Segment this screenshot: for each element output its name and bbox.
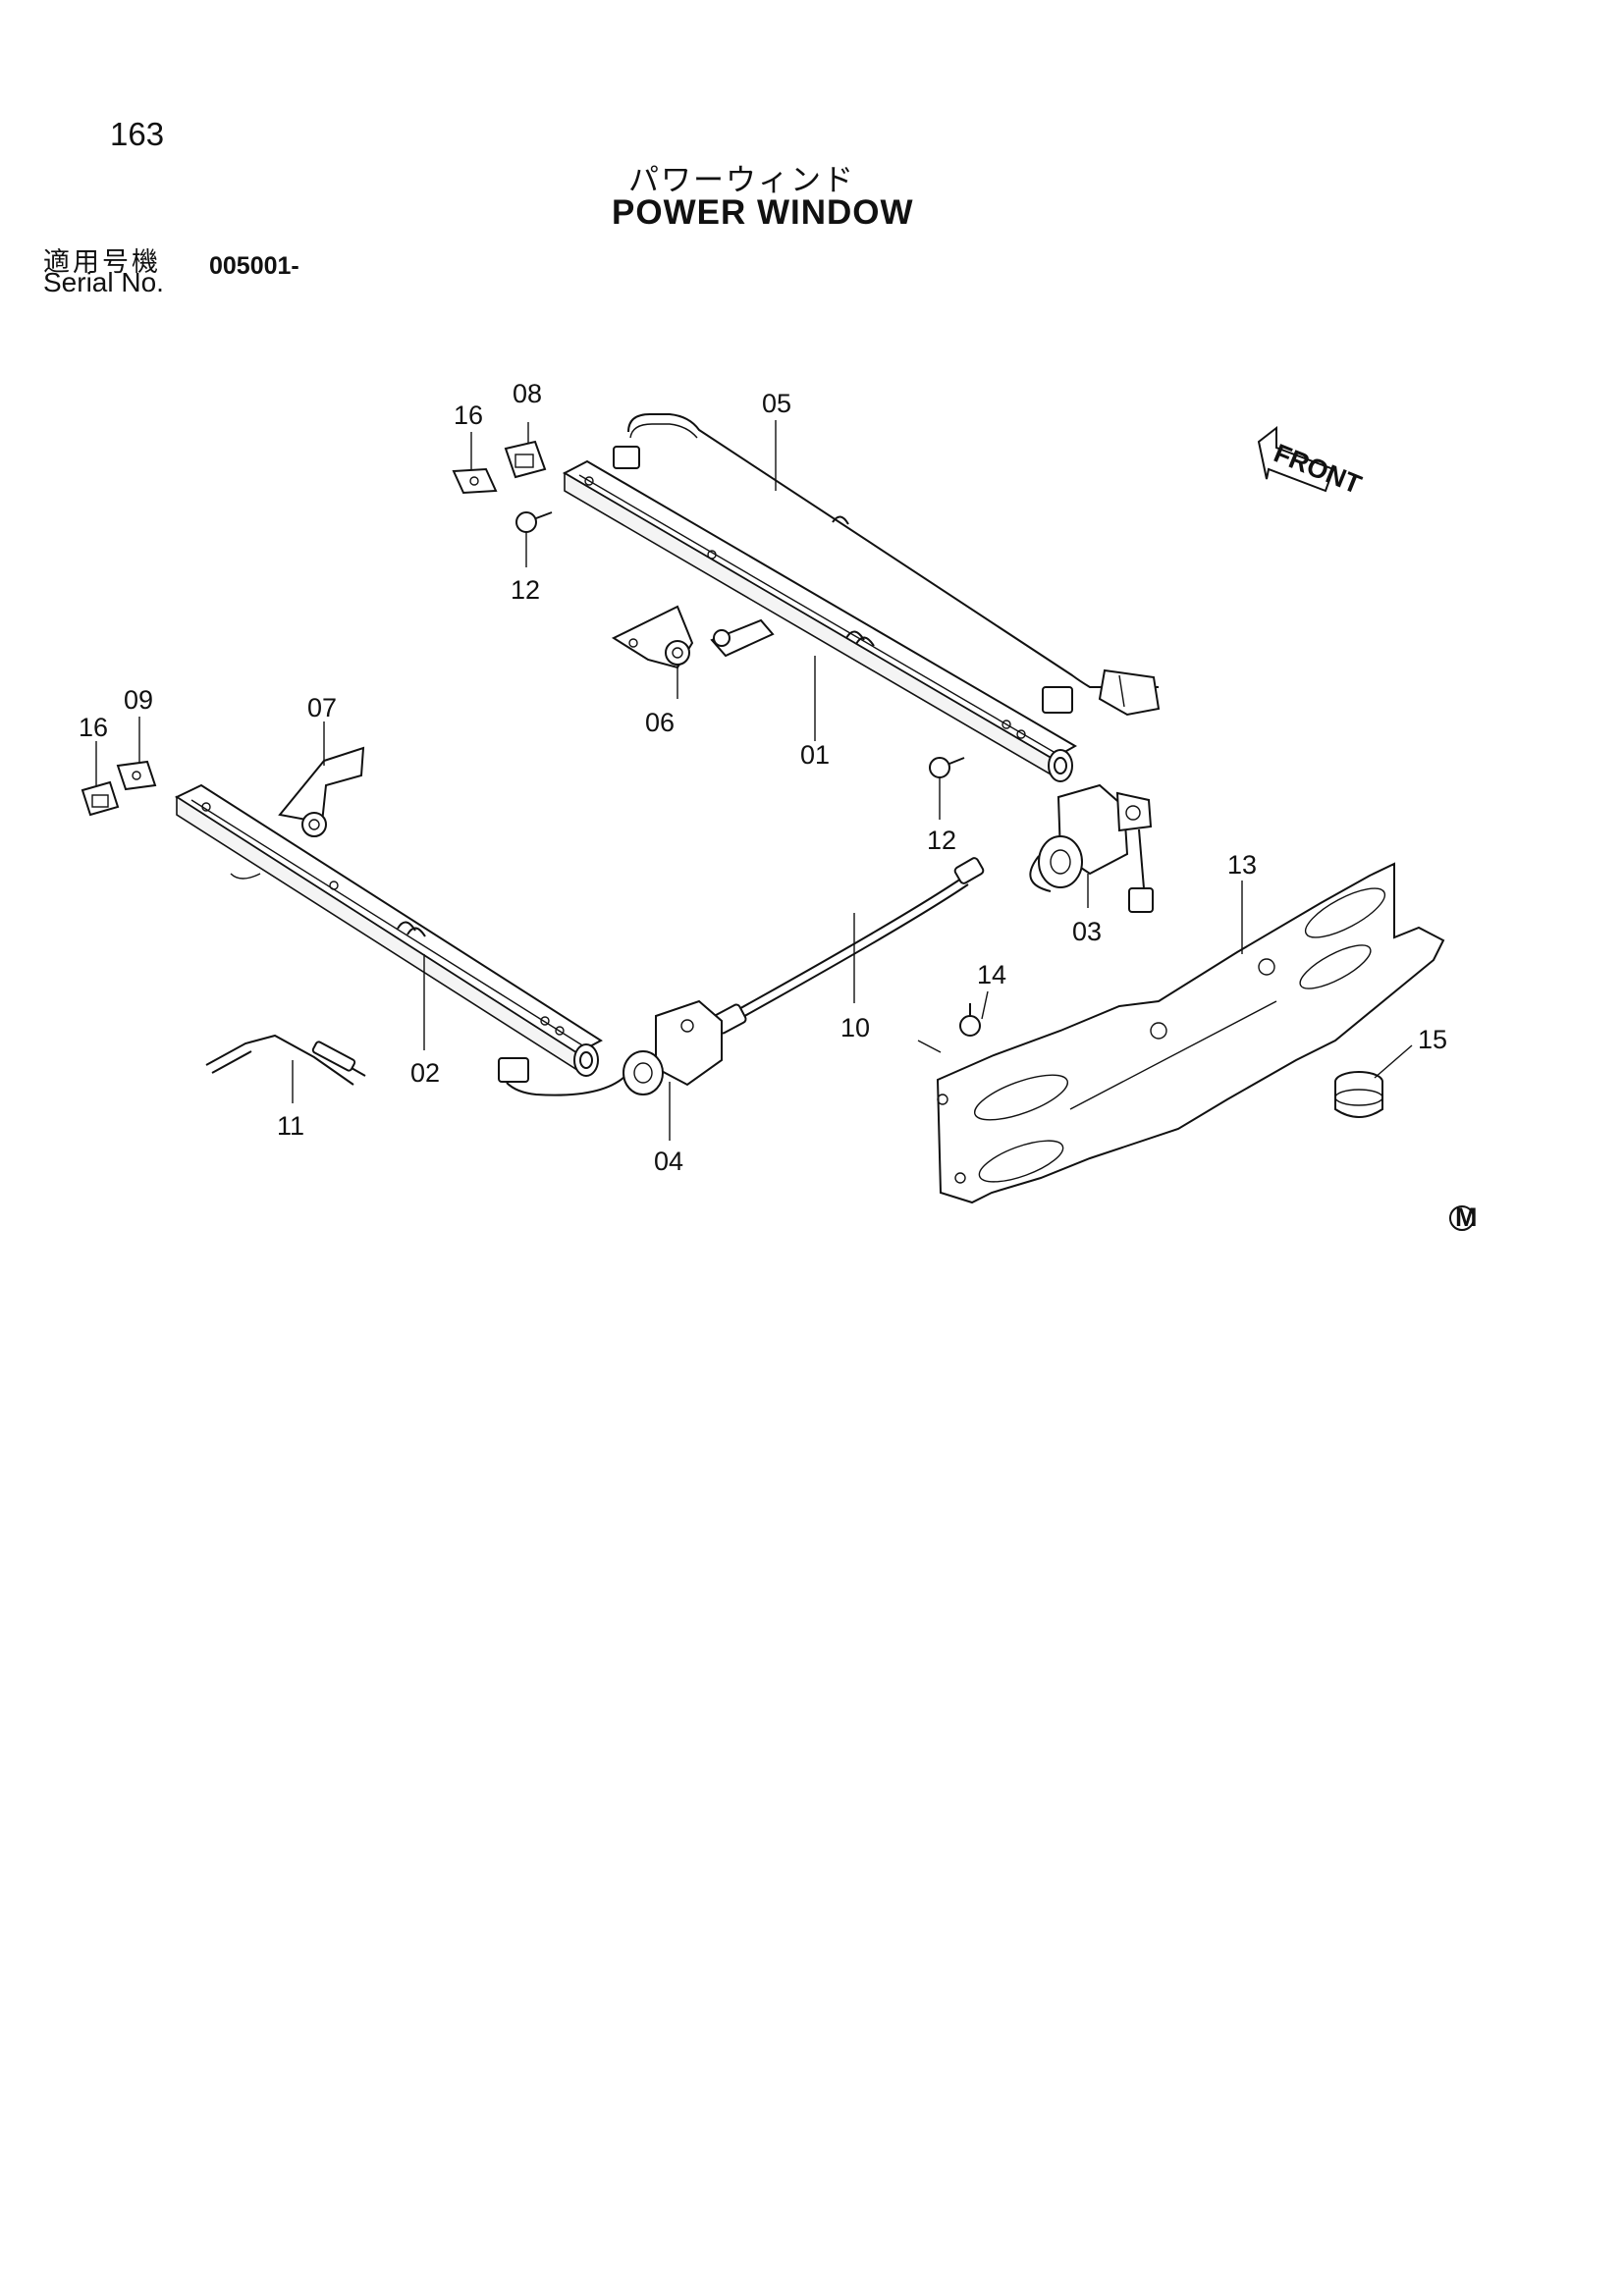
m-mark: M bbox=[1449, 1202, 1478, 1232]
callout-10: 10 bbox=[840, 1013, 870, 1042]
serial-label: Serial No. bbox=[43, 267, 164, 297]
bolt-14 bbox=[917, 1003, 981, 1053]
front-label: FRONT bbox=[1270, 438, 1366, 500]
callout-06: 06 bbox=[645, 708, 675, 737]
front-direction-arrow: FRONT bbox=[1257, 425, 1366, 500]
serial-label-japanese: 適用号機 bbox=[43, 247, 161, 278]
callout-04: 04 bbox=[654, 1147, 683, 1176]
bracket-06 bbox=[611, 605, 775, 669]
callout-13: 13 bbox=[1227, 850, 1257, 880]
drive-cable bbox=[712, 857, 985, 1035]
callout-05: 05 bbox=[762, 389, 791, 418]
callout-01: 01 bbox=[800, 740, 830, 770]
m-mark-label: M bbox=[1455, 1202, 1478, 1232]
callout-03: 03 bbox=[1072, 917, 1102, 946]
callout-09: 09 bbox=[124, 685, 153, 715]
mounting-base-plate bbox=[936, 862, 1445, 1204]
title-japanese: パワーウィンド bbox=[628, 163, 855, 198]
block-08-upper bbox=[504, 440, 547, 479]
callout-15: 15 bbox=[1418, 1025, 1447, 1054]
crank-handle bbox=[205, 1034, 366, 1086]
bolt-12-lower bbox=[929, 757, 965, 778]
page-number: 163 bbox=[110, 116, 165, 152]
callout-07: 07 bbox=[307, 693, 337, 722]
block-16-lower bbox=[81, 780, 120, 817]
page-title: POWER WINDOW bbox=[612, 193, 914, 232]
callout-14: 14 bbox=[977, 960, 1006, 989]
callout-08: 08 bbox=[513, 379, 542, 408]
callout-12-lower: 12 bbox=[927, 826, 956, 855]
callout-02: 02 bbox=[410, 1058, 440, 1088]
callout-16-lower: 16 bbox=[79, 713, 108, 742]
window-regulator bbox=[498, 999, 723, 1096]
rubber-mount bbox=[1334, 1071, 1383, 1118]
bracket-07 bbox=[230, 746, 365, 880]
window-motor bbox=[1029, 783, 1154, 913]
leader-lines bbox=[95, 420, 1413, 1141]
serial-number-value: 005001- bbox=[209, 252, 299, 280]
upper-window-rail bbox=[562, 459, 1078, 782]
lower-window-rail bbox=[174, 783, 603, 1077]
wire-harness bbox=[613, 413, 1161, 717]
callout-labels: 05 08 16 12 06 01 12 03 10 02 04 11 07 0… bbox=[79, 379, 1447, 1176]
callout-12-upper: 12 bbox=[511, 575, 540, 605]
callout-16-upper: 16 bbox=[454, 400, 483, 430]
callout-11: 11 bbox=[277, 1111, 304, 1141]
clip-16-upper bbox=[452, 467, 498, 495]
clip-09 bbox=[116, 760, 157, 791]
bolt-12-upper bbox=[515, 511, 553, 533]
